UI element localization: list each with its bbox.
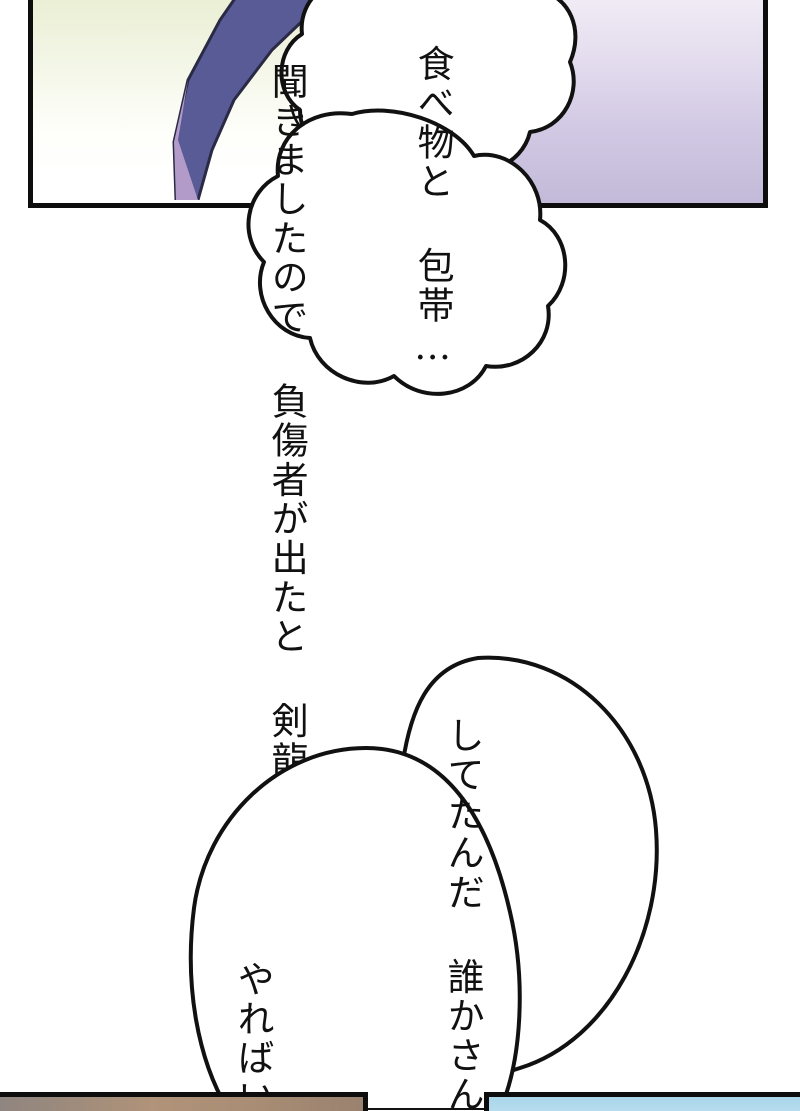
bubble-top-text-column-b: 聞きましたので 負傷者が出たと 剣龍位の時 xyxy=(265,62,309,898)
comic-panel-bottom-right xyxy=(484,1092,800,1111)
comic-panel-bottom-left xyxy=(0,1092,368,1111)
bubble-bottom-text-column-b: やればい その時あ しれない 今日も要 xyxy=(228,960,276,1111)
bubble-bottom-text-column-a: してたんだ 誰かさんが怪我 対決前から ああ xyxy=(438,716,486,1111)
bubble-top-text-column-a: す 食べ物と 包帯… xyxy=(411,0,455,371)
comic-panel-top xyxy=(28,0,768,208)
